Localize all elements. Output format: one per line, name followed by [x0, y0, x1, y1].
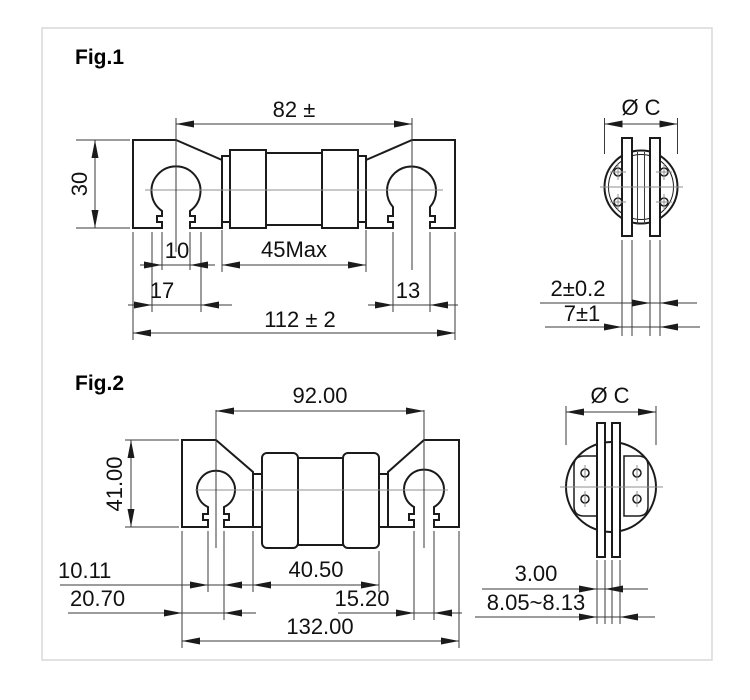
- fig2-dim-blade-thickness-text: 3.00: [515, 561, 558, 586]
- fig2-right-endcap: [342, 452, 380, 549]
- fig1-keyhole-centerlines: [175, 118, 413, 270]
- fig1-dim-right-foot: 13: [368, 278, 458, 309]
- fig2-dim-body-length: 40.50: [253, 557, 379, 589]
- fig1-dim-overall-length-text: 112 ± 2: [264, 307, 336, 332]
- fig1-dim-left-foot: 17: [128, 278, 232, 309]
- fig2-dim-right-foot: 15.20: [334, 586, 462, 617]
- fig1-dim-slot-width-text: 10: [165, 238, 189, 263]
- fig2-left-blade: [596, 422, 606, 558]
- fig2-dim-body-length-text: 40.50: [288, 557, 343, 582]
- fig2-dim-slot-width: 10.11: [58, 558, 256, 589]
- fig1-side-view: [600, 137, 683, 237]
- fig1-dim-height-text: 30: [67, 172, 92, 196]
- fig1-left-collar: [221, 155, 231, 223]
- fig1-dim-diameter-text: Ø C: [621, 95, 660, 120]
- fig2-extension-lines: [125, 439, 460, 648]
- fig1-dim-right-foot-text: 13: [396, 278, 420, 303]
- fig2-side-view: [560, 422, 663, 558]
- fig2-dim-overall-length-text: 132.00: [286, 614, 353, 639]
- fig2-dim-diameter: Ø C: [565, 383, 657, 445]
- fig2-blade-extension-lines: [596, 560, 621, 624]
- fig2-keyhole-centerlines: [215, 410, 425, 548]
- fig1-label: Fig.1: [75, 46, 124, 69]
- fig2-dim-blade-thickness: 3.00: [482, 561, 648, 593]
- fig2-right-collar: [378, 473, 389, 528]
- fig2-dim-diameter-text: Ø C: [590, 383, 629, 408]
- fig2-dim-blade-span: 8.05~8.13: [475, 590, 655, 621]
- fig2-left-bracket: [181, 439, 254, 528]
- fig2-dim-height-text: 41.00: [102, 456, 127, 511]
- fig2-dim-overall-length: 132.00: [182, 614, 459, 645]
- fig1-dim-blade-span-text: 7±1: [564, 301, 601, 326]
- fig1-left-endcap: [229, 149, 267, 229]
- fig2-left-pad: [573, 455, 599, 517]
- fig2-barrel: [297, 457, 344, 546]
- fig1-rivets: [610, 164, 672, 210]
- fig1-dim-blade-span: 7±1: [545, 301, 700, 331]
- fig1-blade-extension-lines: [621, 240, 661, 336]
- fig1-gap-lines: [637, 152, 645, 224]
- fig1-right-collar: [357, 155, 367, 223]
- fig1-dim-top-width: 82 ±: [176, 97, 412, 128]
- fig2-dim-slot-width-text: 10.11: [58, 558, 111, 583]
- fig1-dim-height: 30: [67, 140, 99, 228]
- fig2-dim-height: 41.00: [102, 440, 135, 527]
- fig1-section: Fig.1 82 ± 30: [67, 46, 700, 340]
- fig2-right-pad: [623, 455, 649, 517]
- fig1-left-bracket: [132, 139, 223, 229]
- fig1-right-endcap: [321, 149, 359, 229]
- fig1-dim-overall-length: 112 ± 2: [133, 307, 455, 337]
- fig1-dim-top-width-text: 82 ±: [273, 97, 316, 122]
- fig2-left-collar: [252, 473, 263, 528]
- fig1-barrel: [265, 152, 323, 226]
- fig2-dim-top-width-text: 92.00: [292, 383, 347, 408]
- fig2-left-endcap: [261, 452, 299, 549]
- fig1-dim-body-length-text: 45Max: [261, 237, 327, 262]
- fig2-dim-left-foot: 20.70: [68, 586, 256, 617]
- fig1-dim-left-foot-text: 17: [150, 278, 174, 303]
- fig2-dim-blade-span-text: 8.05~8.13: [487, 590, 585, 615]
- fig2-dim-right-foot-text: 15.20: [334, 586, 389, 611]
- fig2-front-view: [181, 410, 460, 549]
- fig2-section: Fig.2 92.00 41.00: [58, 372, 663, 648]
- fig1-dim-blade-thickness: 2±0.2: [540, 276, 697, 307]
- fig1-dim-blade-thickness-text: 2±0.2: [551, 276, 606, 301]
- fig2-dim-top-width: 92.00: [216, 383, 424, 415]
- fig1-front-view: [132, 118, 456, 270]
- fig1-dim-slot-width: 10: [140, 238, 215, 269]
- fig1-dim-body-length: 45Max: [222, 237, 366, 269]
- fig2-rivets: [580, 465, 642, 507]
- fig1-extension-lines: [76, 139, 456, 340]
- fig1-dim-diameter: Ø C: [604, 95, 678, 154]
- fig2-dim-left-foot-text: 20.70: [70, 586, 125, 611]
- fig2-label: Fig.2: [75, 372, 124, 395]
- fig2-right-blade: [611, 422, 621, 558]
